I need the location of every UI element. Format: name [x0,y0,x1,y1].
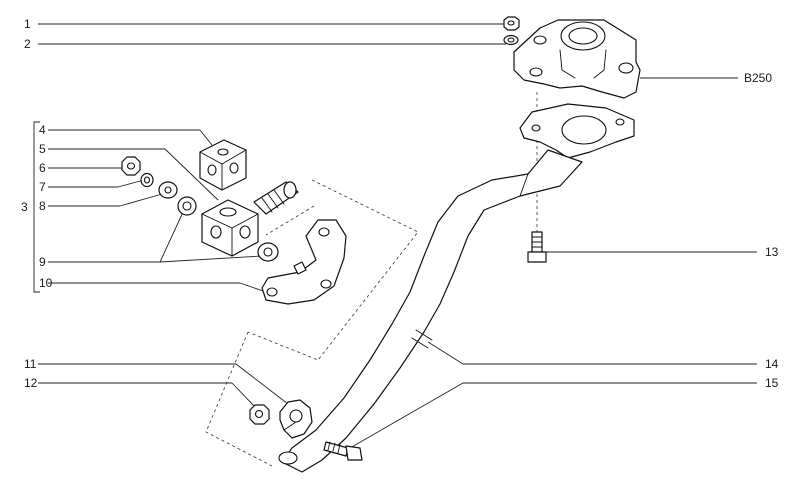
block-part-4 [199,139,247,191]
callout-12: 12 [24,376,38,390]
callout-9: 9 [39,255,46,269]
callout-3: 3 [21,200,28,214]
callout-11: 11 [24,357,37,371]
leader-lines [33,23,757,449]
callout-2: 2 [24,37,31,51]
nut-part-1 [503,16,520,31]
lever-rod [278,103,635,473]
callout-14: 14 [765,357,779,371]
washer-part-2 [503,34,519,46]
callout-4: 4 [39,123,46,137]
callout-15: 15 [765,376,779,390]
nut-part-6 [121,156,141,176]
washer-part-7 [140,172,154,188]
callout-10: 10 [39,276,53,290]
callout-1: 1 [24,17,31,31]
callout-6: 6 [39,161,46,175]
callout-8: 8 [39,199,46,213]
washer-part-8 [158,181,178,199]
callout-7: 7 [39,180,46,194]
callout-5: 5 [39,142,46,156]
callout-13: 13 [765,245,779,259]
clip-part-11 [279,399,313,439]
callout-ref-b250: B250 [744,71,772,85]
nut-part-12 [249,404,270,425]
block-part-5 [201,181,299,257]
bracket-part-10 [261,219,347,305]
bushing-part-9a [177,196,197,216]
bolt-part-13 [527,231,547,263]
housing-b250 [513,19,641,99]
bolt-part-15 [323,441,363,461]
bushing-part-9b [257,242,279,262]
callout-labels: 1 2 3 4 5 6 7 8 9 10 11 12 13 14 15 B250 [21,17,779,390]
